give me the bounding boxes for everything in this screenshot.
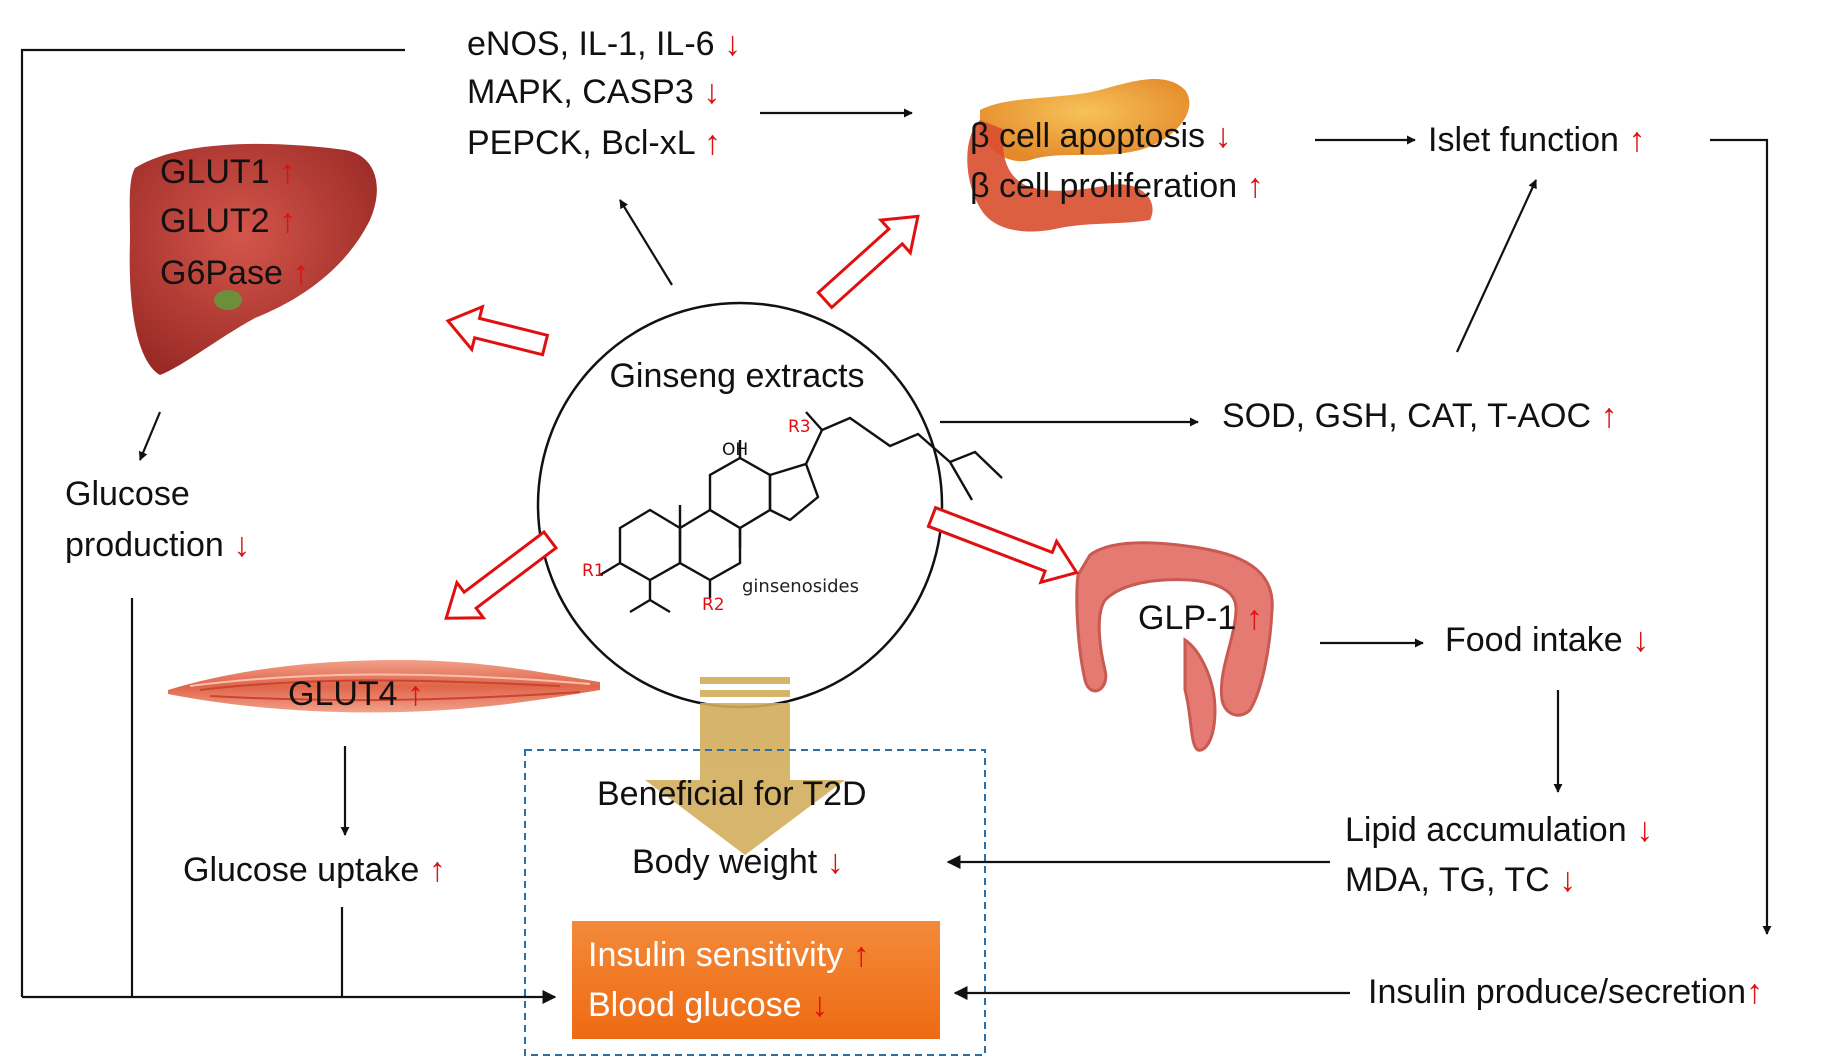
lipid-accumulation: Lipid accumulation ↓ bbox=[1345, 806, 1653, 854]
insulin-secretion-text: Insulin produce/secretion bbox=[1368, 973, 1747, 1011]
intestine-illustration bbox=[1075, 541, 1274, 752]
liver-glut1: GLUT1 ↑ bbox=[160, 148, 296, 196]
marker-mapk-text: MAPK, CASP3 bbox=[467, 73, 694, 111]
ginseng-extracts-title: Ginseng extracts bbox=[609, 357, 864, 395]
up-arrow-icon: ↑ bbox=[279, 202, 297, 240]
down-arrow-icon: ↓ bbox=[811, 986, 829, 1024]
pancreas-apoptosis-text: β cell apoptosis bbox=[970, 117, 1206, 155]
up-arrow-icon: ↑ bbox=[703, 124, 721, 162]
up-arrow-icon: ↑ bbox=[1246, 167, 1264, 205]
body-weight-text: Body weight bbox=[632, 843, 818, 881]
up-arrow-icon: ↑ bbox=[1628, 121, 1646, 159]
intestine-glp1: GLP-1 ↑ bbox=[1138, 594, 1263, 642]
down-arrow-icon: ↓ bbox=[703, 73, 721, 111]
glucose-uptake: Glucose uptake ↑ bbox=[183, 846, 446, 894]
chem-oh-label: OH bbox=[722, 440, 748, 460]
down-arrow-icon: ↓ bbox=[1632, 621, 1650, 659]
up-arrow-icon: ↑ bbox=[292, 254, 310, 292]
blood-glucose-text: Blood glucose bbox=[588, 986, 802, 1024]
marker-pepck: PEPCK, Bcl-xL ↑ bbox=[467, 119, 721, 167]
outcome-body-weight: Body weight ↓ bbox=[632, 838, 844, 886]
liver-glut2: GLUT2 ↑ bbox=[160, 197, 296, 245]
glucose-production-text: production bbox=[65, 526, 224, 564]
outcome-title: Beneficial for T2D bbox=[597, 775, 867, 813]
islet-function-text: Islet function bbox=[1428, 121, 1619, 159]
glucose-uptake-text: Glucose uptake bbox=[183, 851, 420, 889]
ginsenosides-label: ginsenosides bbox=[742, 576, 859, 597]
outcome-orange-box: Insulin sensitivity ↑ Blood glucose ↓ bbox=[572, 921, 940, 1039]
liver-g6pase-text: G6Pase bbox=[160, 254, 283, 292]
marker-pepck-text: PEPCK, Bcl-xL bbox=[467, 124, 695, 162]
marker-enos: eNOS, IL-1, IL-6 ↓ bbox=[467, 20, 741, 68]
muscle-glut4-text: GLUT4 bbox=[288, 675, 398, 713]
pancreas-apoptosis: β cell apoptosis ↓ bbox=[970, 112, 1231, 160]
food-intake-text: Food intake bbox=[1445, 621, 1623, 659]
down-arrow-icon: ↓ bbox=[1559, 861, 1577, 899]
blood-glucose: Blood glucose ↓ bbox=[588, 981, 828, 1029]
up-arrow-icon: ↑ bbox=[279, 153, 297, 191]
pancreas-proliferation: β cell proliferation ↑ bbox=[970, 162, 1264, 210]
arrow-to-pancreas bbox=[816, 214, 920, 310]
food-intake: Food intake ↓ bbox=[1445, 616, 1649, 664]
liver-glut1-text: GLUT1 bbox=[160, 153, 270, 191]
pancreas-proliferation-text: β cell proliferation bbox=[970, 167, 1238, 205]
down-arrow-icon: ↓ bbox=[1214, 117, 1232, 155]
glucose-production-line1: Glucose bbox=[65, 475, 190, 513]
connector-lines bbox=[20, 48, 1772, 1004]
muscle-glut4: GLUT4 ↑ bbox=[288, 670, 424, 718]
up-arrow-icon: ↑ bbox=[1746, 973, 1764, 1011]
lipid-markers-text: MDA, TG, TC bbox=[1345, 861, 1550, 899]
antioxidants: SOD, GSH, CAT, T-AOC ↑ bbox=[1222, 392, 1617, 440]
marker-mapk: MAPK, CASP3 ↓ bbox=[467, 68, 720, 116]
lipid-accumulation-text: Lipid accumulation bbox=[1345, 811, 1627, 849]
up-arrow-icon: ↑ bbox=[1245, 599, 1263, 637]
intestine-glp1-text: GLP-1 bbox=[1138, 599, 1237, 637]
up-arrow-icon: ↑ bbox=[1600, 397, 1618, 435]
marker-enos-text: eNOS, IL-1, IL-6 bbox=[467, 25, 715, 63]
arrow-to-intestine bbox=[926, 505, 1080, 585]
insulin-sensitivity-text: Insulin sensitivity bbox=[588, 936, 844, 974]
red-hollow-arrows bbox=[444, 214, 1080, 620]
chem-r1-label: R1 bbox=[582, 561, 605, 581]
chem-r2-label: R2 bbox=[702, 595, 725, 615]
liver-illustration bbox=[129, 143, 377, 375]
down-arrow-icon: ↓ bbox=[1636, 811, 1654, 849]
insulin-sensitivity: Insulin sensitivity ↑ bbox=[588, 931, 870, 979]
outcome-dashed-box bbox=[524, 749, 986, 1056]
glucose-production-line2: production ↓ bbox=[65, 521, 250, 569]
antioxidants-text: SOD, GSH, CAT, T-AOC bbox=[1222, 397, 1592, 435]
up-arrow-icon: ↑ bbox=[852, 936, 870, 974]
liver-glut2-text: GLUT2 bbox=[160, 202, 270, 240]
down-arrow-icon: ↓ bbox=[233, 526, 251, 564]
up-arrow-icon: ↑ bbox=[428, 851, 446, 889]
lipid-markers: MDA, TG, TC ↓ bbox=[1345, 856, 1576, 904]
muscle-illustration bbox=[168, 660, 600, 713]
arrow-to-muscle bbox=[444, 529, 559, 620]
liver-g6pase: G6Pase ↑ bbox=[160, 249, 309, 297]
down-arrow-icon: ↓ bbox=[826, 843, 844, 881]
pancreas-illustration bbox=[967, 79, 1190, 232]
gold-outcome-arrow bbox=[645, 677, 845, 855]
islet-function: Islet function ↑ bbox=[1428, 116, 1645, 164]
insulin-secretion: Insulin produce/secretion↑ bbox=[1368, 968, 1763, 1016]
down-arrow-icon: ↓ bbox=[724, 25, 741, 63]
chem-r3-label: R3 bbox=[788, 417, 811, 437]
arrow-to-liver bbox=[445, 304, 550, 357]
ginsenoside-structure bbox=[599, 411, 1003, 614]
up-arrow-icon: ↑ bbox=[407, 675, 425, 713]
